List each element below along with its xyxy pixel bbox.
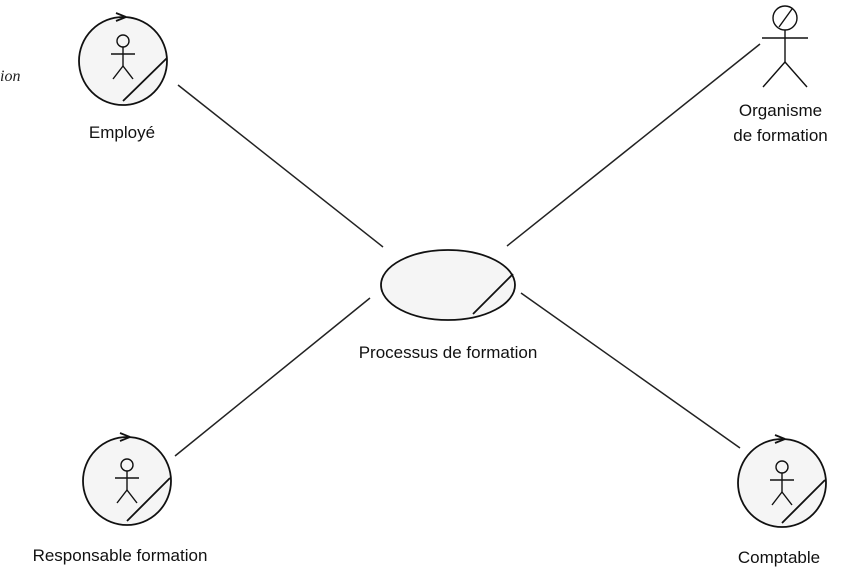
- actor-employe[interactable]: [78, 12, 168, 106]
- stick-figure-icon: [762, 5, 808, 88]
- actor-label-organisme-line2: de formation: [733, 126, 828, 145]
- arrow-icon: [115, 12, 127, 22]
- association-comptable: [520, 292, 741, 449]
- actor-label-comptable: Comptable: [737, 548, 821, 567]
- actor-label-employe: Employé: [88, 123, 156, 142]
- actor-comptable[interactable]: [737, 434, 827, 528]
- use-case-label: Processus de formation: [358, 343, 538, 362]
- use-case-processus-de-formation[interactable]: [380, 249, 516, 321]
- actor-responsable-formation[interactable]: [82, 432, 172, 526]
- arrow-icon: [119, 432, 131, 442]
- stick-figure-icon: [770, 460, 794, 506]
- association-organisme: [506, 43, 761, 247]
- stick-figure-icon: [111, 34, 135, 80]
- actor-label-responsable-formation: Responsable formation: [32, 546, 208, 565]
- actor-organisme-de-formation[interactable]: [762, 5, 808, 88]
- arrow-icon: [774, 434, 786, 444]
- association-employe: [177, 84, 384, 248]
- actor-label-organisme-line1: Organisme: [738, 101, 823, 120]
- stick-figure-icon: [115, 458, 139, 504]
- association-responsable: [174, 297, 371, 457]
- partial-text-fragment: ion: [0, 68, 21, 85]
